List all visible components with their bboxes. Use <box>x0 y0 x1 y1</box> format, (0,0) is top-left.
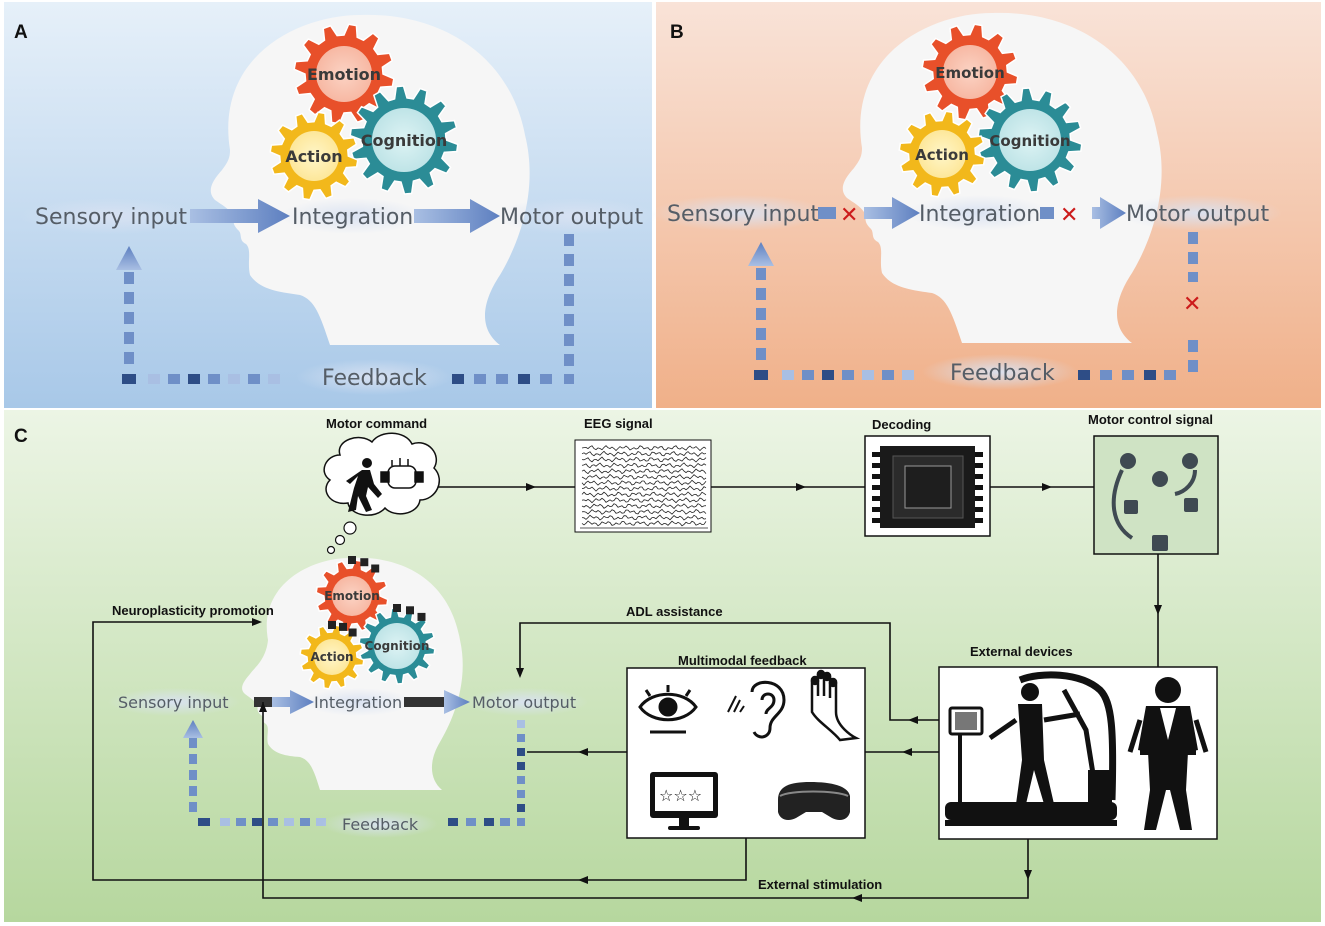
arrow-sensory-to-integration-a <box>190 199 290 233</box>
feedback-loop-b <box>748 232 1198 380</box>
panel-a: Emotion Cognition Action Sensory input I… <box>20 14 658 395</box>
multimodal-feedback-label: Multimodal feedback <box>678 653 807 668</box>
arrow-integration-to-motor-c <box>444 690 470 714</box>
cognition-label-c: Cognition <box>365 639 430 653</box>
emotion-gear-b: Emotion <box>921 23 1019 121</box>
cognition-gear-b: Cognition <box>977 87 1083 193</box>
head-silhouette-b <box>842 12 1162 344</box>
control-signal-icon <box>1111 453 1198 551</box>
eye-icon <box>638 685 698 734</box>
eeg-traces <box>580 445 708 529</box>
emotion-label-a: Emotion <box>307 65 381 84</box>
cognition-gear-a: Cognition <box>349 85 459 195</box>
adl-assistance-label: ADL assistance <box>626 604 723 619</box>
integration-label-b: Integration <box>919 202 1040 227</box>
action-gear-c: Action <box>299 621 365 690</box>
cross-icon-3-b: ✕ <box>1183 292 1201 317</box>
motor-control-frame <box>1093 435 1219 555</box>
panel-c: Motor command EEG signal Decoding M <box>92 412 1219 902</box>
cross-icon-1-b: ✕ <box>840 203 858 228</box>
head-silhouette-a <box>210 14 530 346</box>
integration-label-a: Integration <box>292 205 413 230</box>
motor-output-label-c: Motor output <box>472 693 576 712</box>
motor-control-signal-label: Motor control signal <box>1088 412 1213 427</box>
motor-output-label-b: Motor output <box>1126 202 1270 227</box>
integration-label-c: Integration <box>314 693 402 712</box>
exoskeleton-icon <box>1127 677 1209 830</box>
motor-command-label: Motor command <box>326 416 427 431</box>
ear-icon <box>727 680 786 739</box>
feedback-label-b: Feedback <box>950 361 1055 386</box>
hand-touch-icon <box>810 669 861 742</box>
cross-icon-2-b: ✕ <box>1060 203 1078 228</box>
neuroplasticity-line <box>92 621 747 881</box>
feedback-label-c: Feedback <box>342 815 419 834</box>
arrow-integration-to-motor-a <box>414 199 500 233</box>
arrow-integration-to-motor-b <box>1092 197 1126 229</box>
action-gear-b: Action <box>898 110 986 198</box>
panel-b-letter: B <box>670 22 684 43</box>
monitor-rating-icon: ☆☆☆ <box>650 772 718 830</box>
cognition-label-a: Cognition <box>361 131 448 150</box>
emotion-gear-c: Emotion <box>315 556 389 633</box>
decoding-label: Decoding <box>872 417 931 432</box>
motor-output-label-a: Motor output <box>500 205 644 230</box>
external-stimulation-line <box>262 702 1029 899</box>
walking-person-icon <box>346 458 382 512</box>
action-gear-a: Action <box>269 111 359 201</box>
treadmill-robot-icon <box>945 671 1117 826</box>
feedback-label-a: Feedback <box>322 366 427 391</box>
panel-a-letter: A <box>14 22 28 43</box>
arrow-sensory-to-integration-b <box>864 197 920 229</box>
feedback-loop-a <box>116 234 574 384</box>
adl-assistance-line <box>519 622 939 721</box>
action-label-b: Action <box>915 146 969 164</box>
eeg-signal-label: EEG signal <box>584 416 653 431</box>
sensory-input-label-b: Sensory input <box>667 202 819 227</box>
sensory-input-label-c: Sensory input <box>118 693 229 712</box>
external-devices-label: External devices <box>970 644 1073 659</box>
sensory-input-label-a: Sensory input <box>35 205 187 230</box>
fist-icon <box>380 458 424 489</box>
action-label-c: Action <box>310 650 353 664</box>
rating-stars: ☆☆☆ <box>659 786 702 805</box>
arrow-sensory-to-integration-c <box>272 690 314 714</box>
panel-c-letter: C <box>14 426 28 447</box>
action-label-a: Action <box>285 147 342 166</box>
chip-icon <box>872 446 983 528</box>
cognition-gear-c: Cognition <box>358 604 436 685</box>
cognition-label-b: Cognition <box>989 132 1070 150</box>
connector-lines <box>92 621 1029 899</box>
vr-headset-icon <box>778 782 850 820</box>
emotion-label-b: Emotion <box>935 64 1004 82</box>
emotion-label-c: Emotion <box>324 589 380 603</box>
panel-b: Emotion Cognition Action Sensory input ✕… <box>652 12 1282 390</box>
neuroplasticity-promotion-label: Neuroplasticity promotion <box>112 603 274 618</box>
feedback-loop-c <box>183 720 525 826</box>
external-stimulation-label: External stimulation <box>758 877 882 892</box>
